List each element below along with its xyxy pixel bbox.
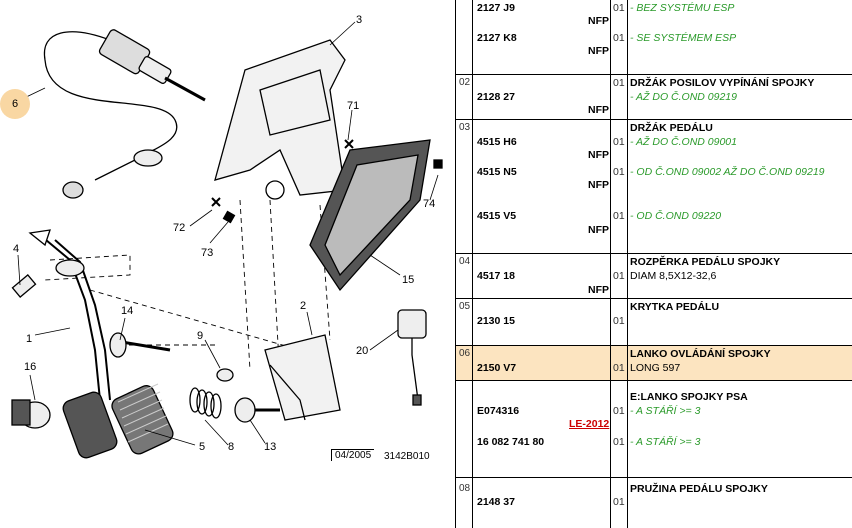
part-title: PRUŽINA PEDÁLU SPOJKY	[630, 483, 768, 495]
callout-8[interactable]: 8	[228, 441, 235, 453]
table-row-selected-highlight	[456, 345, 852, 380]
nfp-flag: NFP	[588, 15, 609, 27]
table-row-selected[interactable]: 06 2150 V7 01 LANKO OVLÁDÁNÍ SPOJKY LONG…	[456, 346, 852, 380]
part-ref[interactable]: 4517 18	[477, 270, 515, 282]
position-number: 03	[459, 122, 471, 133]
callout-72[interactable]: 72	[173, 222, 186, 234]
part-ref[interactable]: 2127 J9	[477, 2, 515, 14]
part-title: E:LANKO SPOJKY PSA	[630, 391, 748, 403]
table-row[interactable]: 03 4515 H6 NFP 01 DRŽÁK PEDÁLU - AŽ DO Č…	[456, 120, 852, 165]
table-row[interactable]: E074316 01 E:LANKO SPOJKY PSA - A STÁŘÍ …	[456, 381, 852, 429]
callout-9[interactable]: 9	[197, 330, 204, 342]
part-detail: DIAM 8,5X12-32,6	[630, 270, 717, 282]
variant-note: - OD Č.OND 09002 AŽ DO Č.OND 09219	[630, 166, 825, 178]
position-number: 05	[459, 301, 471, 312]
pedal-assembly-drawing	[11, 21, 443, 459]
nfp-flag: NFP	[588, 149, 609, 161]
callout-4[interactable]: 4	[13, 243, 20, 255]
qty: 01	[613, 436, 625, 448]
variant-note: - A STÁŘÍ >= 3	[630, 405, 701, 417]
part-ref[interactable]: 4515 V5	[477, 210, 517, 222]
qty: 01	[613, 136, 625, 148]
position-number: 02	[459, 77, 471, 88]
le-2012-link[interactable]: LE-2012	[569, 418, 610, 430]
callout-20[interactable]: 20	[356, 345, 369, 357]
qty: 01	[613, 315, 625, 327]
callout-1[interactable]: 1	[26, 333, 33, 345]
nfp-flag: NFP	[588, 104, 609, 116]
nfp-flag: NFP	[588, 284, 609, 296]
part-ref[interactable]: 2148 37	[477, 496, 515, 508]
position-number: 06	[459, 348, 471, 359]
part-title: LANKO OVLÁDÁNÍ SPOJKY	[630, 348, 771, 360]
diagram-date-stamp: 04/2005	[331, 449, 375, 461]
part-title: KRYTKA PEDÁLU	[630, 301, 720, 313]
variant-note: - AŽ DO Č.OND 09001	[630, 136, 737, 148]
callout-16[interactable]: 16	[24, 361, 37, 373]
part-title: DRŽÁK PEDÁLU	[630, 122, 713, 134]
qty: 01	[613, 405, 625, 417]
variant-note: - A STÁŘÍ >= 3	[630, 436, 701, 448]
table-row[interactable]: 2127 J9 NFP 01 - BEZ SYSTÉMU ESP	[456, 0, 852, 30]
callout-2[interactable]: 2	[300, 300, 307, 312]
qty: 01	[613, 2, 625, 14]
callout-73[interactable]: 73	[201, 247, 214, 259]
qty: 01	[613, 77, 625, 89]
callout-6-highlighted[interactable]: 6	[0, 89, 30, 119]
callout-5[interactable]: 5	[199, 441, 206, 453]
diagram-drawing-code: 3142B010	[384, 451, 430, 462]
qty: 01	[613, 270, 625, 282]
part-ref[interactable]: 2130 15	[477, 315, 515, 327]
position-number: 08	[459, 483, 471, 494]
exploded-parts-diagram: 6 3 71 72 73 74 15 4 2 1 14 9 20 16 5 8 …	[0, 14, 443, 462]
table-row[interactable]: 4515 N5 NFP 01 - OD Č.OND 09002 AŽ DO Č.…	[456, 165, 852, 209]
part-ref[interactable]: 16 082 741 80	[477, 436, 545, 448]
table-row[interactable]: 02 2128 27 NFP 01 DRŽÁK POSILOV VYPÍNÁNÍ…	[456, 75, 852, 119]
qty: 01	[613, 166, 625, 178]
callout-14[interactable]: 14	[121, 305, 134, 317]
part-ref[interactable]: 2150 V7	[477, 362, 517, 374]
variant-note: - OD Č.OND 09220	[630, 210, 722, 222]
callout-15[interactable]: 15	[402, 274, 415, 286]
qty: 01	[613, 210, 625, 222]
part-detail: LONG 597	[630, 362, 681, 374]
table-row[interactable]: 4515 V5 NFP 01 - OD Č.OND 09220	[456, 209, 852, 253]
parts-list-table: 2127 J9 NFP 01 - BEZ SYSTÉMU ESP 2127 K8…	[455, 0, 852, 528]
nfp-flag: NFP	[588, 45, 609, 57]
callout-13[interactable]: 13	[264, 441, 277, 453]
qty: 01	[613, 362, 625, 374]
part-ref[interactable]: 2128 27	[477, 91, 515, 103]
table-row[interactable]: 05 2130 15 01 KRYTKA PEDÁLU	[456, 299, 852, 345]
callout-3[interactable]: 3	[356, 14, 363, 26]
position-number: 04	[459, 256, 471, 267]
part-title: ROZPĚRKA PEDÁLU SPOJKY	[630, 256, 781, 268]
table-row[interactable]: LE-2012 16 082 741 80 01 - A STÁŘÍ >= 3	[456, 418, 852, 477]
nfp-flag: NFP	[588, 179, 609, 191]
variant-note: - BEZ SYSTÉMU ESP	[630, 2, 735, 14]
qty: 01	[613, 496, 625, 508]
qty: 01	[613, 32, 625, 44]
part-title: DRŽÁK POSILOV VYPÍNÁNÍ SPOJKY	[630, 77, 815, 89]
table-row[interactable]: 08 2148 37 01 PRUŽINA PEDÁLU SPOJKY	[456, 478, 852, 528]
table-row[interactable]: 2127 K8 NFP 01 - SE SYSTÉMEM ESP	[456, 30, 852, 74]
part-ref[interactable]: 4515 H6	[477, 136, 517, 148]
part-ref[interactable]: 2127 K8	[477, 32, 517, 44]
variant-note: - SE SYSTÉMEM ESP	[630, 32, 737, 44]
nfp-flag: NFP	[588, 224, 609, 236]
part-ref[interactable]: 4515 N5	[477, 166, 517, 178]
callout-71[interactable]: 71	[347, 100, 360, 112]
table-row[interactable]: 04 4517 18 NFP 01 ROZPĚRKA PEDÁLU SPOJKY…	[456, 254, 852, 298]
variant-note: - AŽ DO Č.OND 09219	[630, 91, 737, 103]
part-ref[interactable]: E074316	[477, 405, 520, 417]
callout-74[interactable]: 74	[423, 198, 436, 210]
